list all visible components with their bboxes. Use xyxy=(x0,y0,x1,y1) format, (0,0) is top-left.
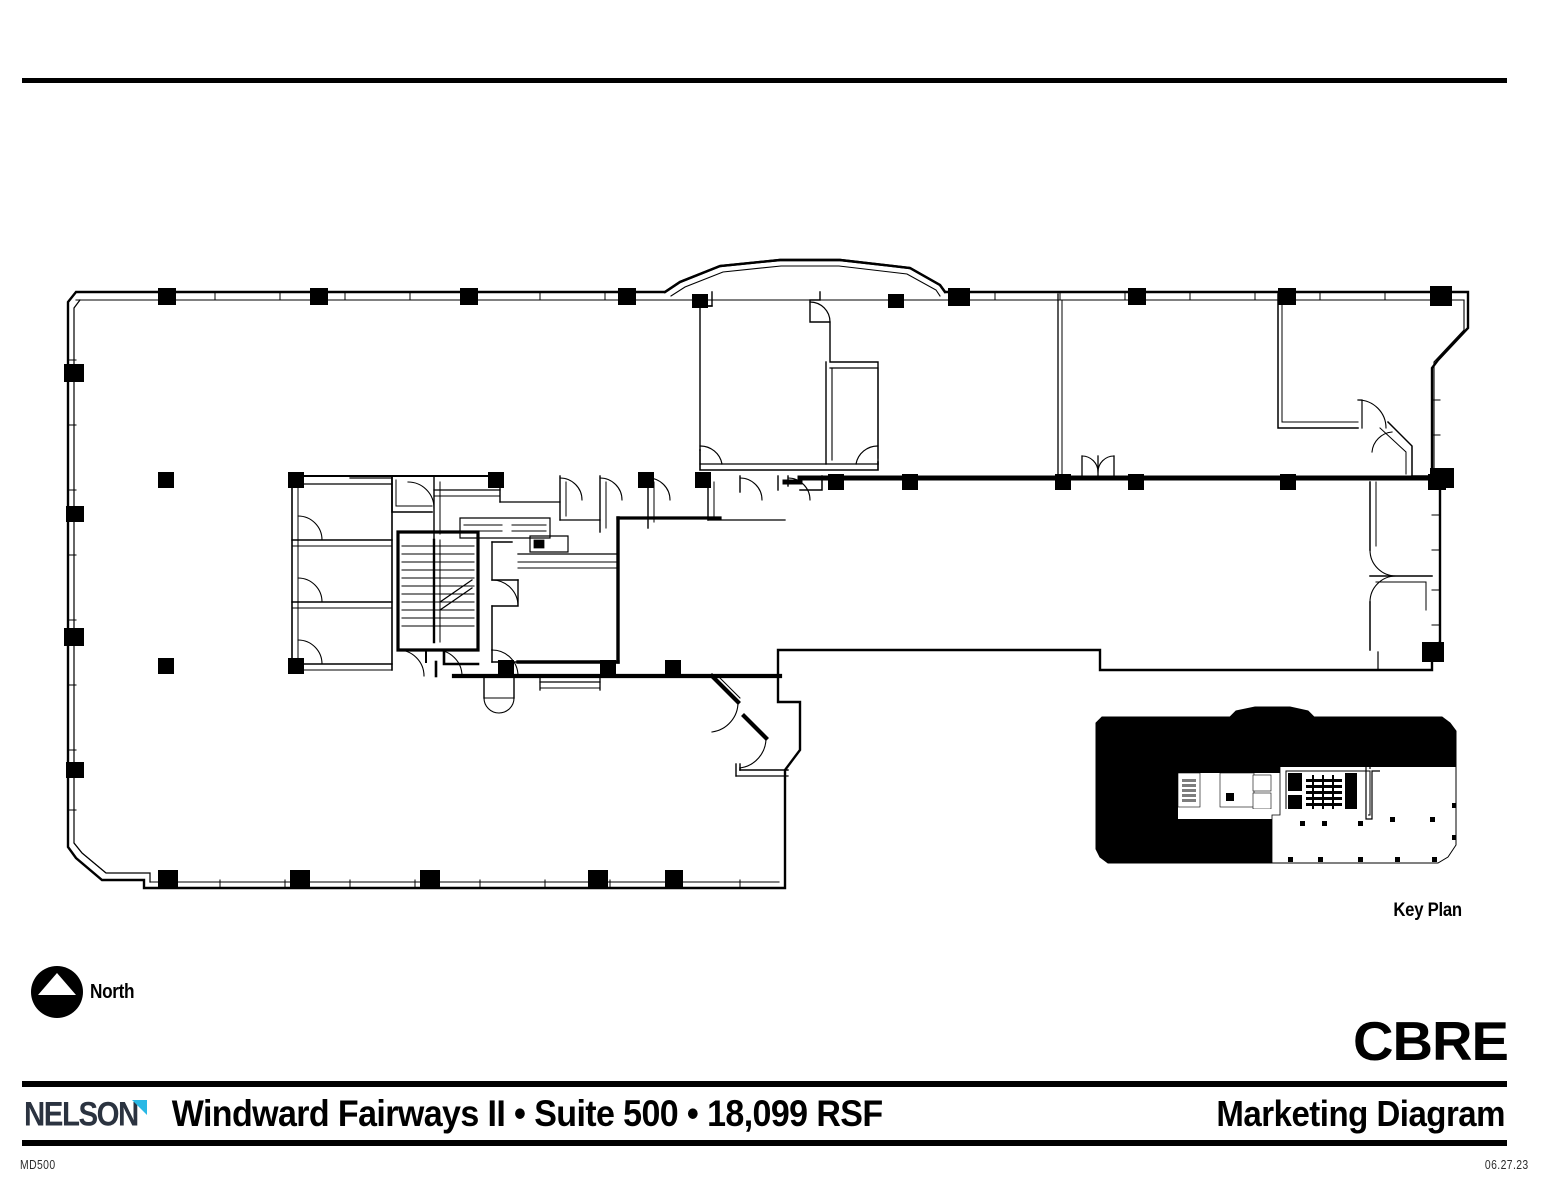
cbre-logo: CBRE xyxy=(1353,1010,1509,1072)
project-title: Windward Fairways II • Suite 500 • 18,09… xyxy=(171,1092,883,1135)
sheet-number: MD500 xyxy=(20,1157,56,1172)
nelson-logo: NELSON xyxy=(24,1094,148,1133)
column xyxy=(64,286,1454,888)
north-label: North xyxy=(90,980,135,1003)
floor-plan-drawing xyxy=(40,250,1470,910)
north-indicator: North xyxy=(30,965,141,1019)
north-arrow-icon xyxy=(31,966,83,1018)
header-rule xyxy=(22,78,1507,83)
keyplan-thumbnail-icon xyxy=(1095,706,1457,864)
sheet-date: 06.27.23 xyxy=(1485,1157,1529,1172)
footer-rule-top xyxy=(22,1081,1507,1087)
nelson-accent-triangle-icon xyxy=(131,1099,147,1115)
nelson-logo-text: NELSON xyxy=(24,1094,139,1133)
key-plan-label: Key Plan xyxy=(1393,900,1462,921)
footer-rule-bottom xyxy=(22,1140,1507,1146)
key-plan: Key Plan xyxy=(1090,705,1470,935)
footer-bar: NELSON Windward Fairways II • Suite 500 … xyxy=(22,1089,1507,1139)
floor-plan-svg xyxy=(64,258,1470,890)
sheet-title: Marketing Diagram xyxy=(1216,1093,1505,1134)
